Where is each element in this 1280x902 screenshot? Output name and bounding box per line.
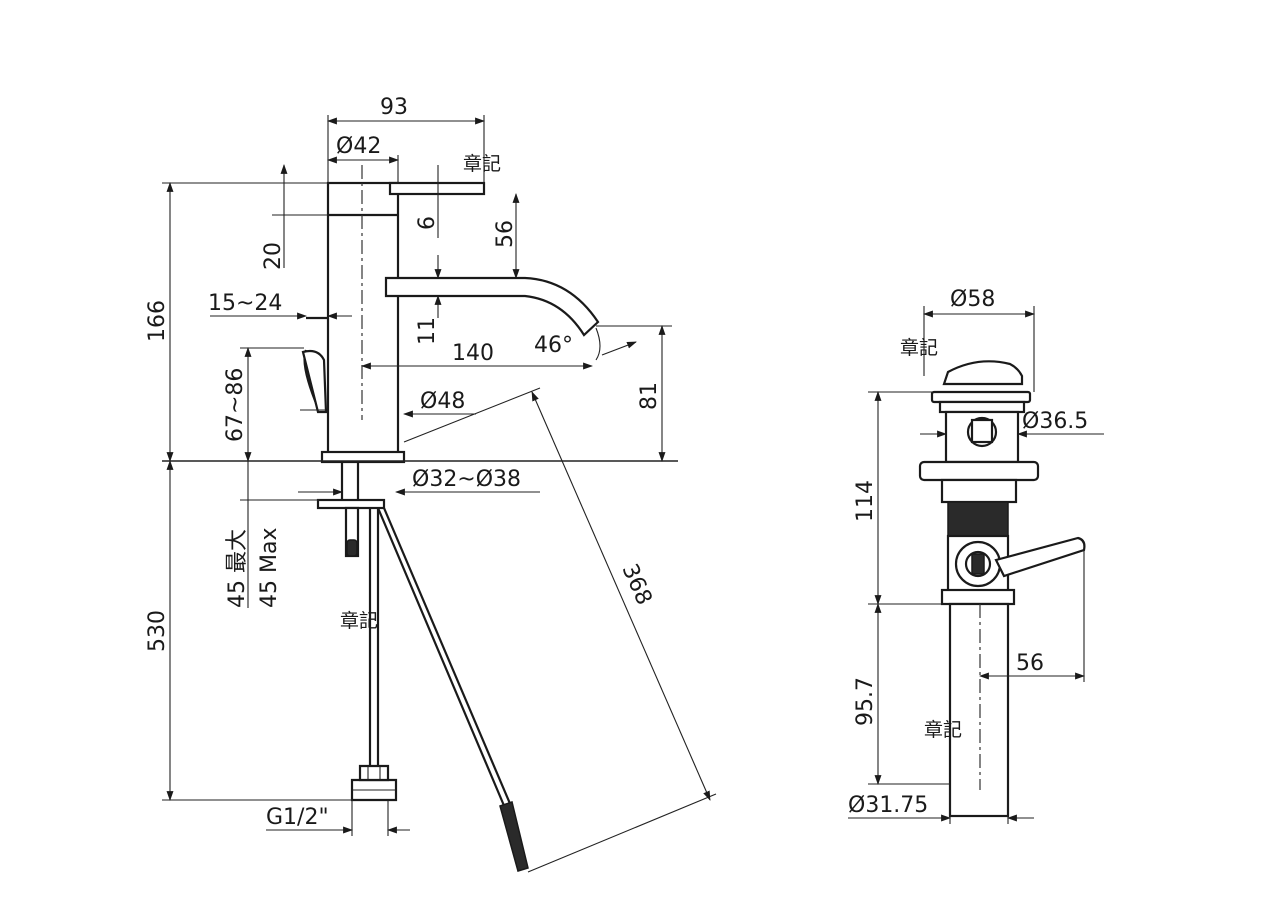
drain-drawing: Ø58 章記 Ø36.5 114 56 95.7 章記 Ø31.75 <box>848 287 1104 824</box>
drain-pull-rod <box>994 536 1086 578</box>
dim-cap-height: 20 <box>261 242 286 270</box>
faucet-drawing: 93 Ø42 章記 166 20 6 56 11 15~24 140 <box>145 95 717 873</box>
faucet-spout <box>384 276 600 337</box>
dim-total-height: 166 <box>145 300 170 342</box>
faucet-body <box>326 181 400 455</box>
dim-overall-width: 93 <box>380 95 408 120</box>
drain-nut <box>918 460 1040 482</box>
dim-deck-max-cn: 45 最大 <box>225 529 250 608</box>
label-cap: 章記 <box>900 337 938 359</box>
label-hose: 章記 <box>340 610 378 632</box>
label-tail: 章記 <box>924 719 962 741</box>
dim-base-diameter: Ø48 <box>420 389 465 414</box>
faucet-base <box>320 450 406 464</box>
dim-body-diameter: Ø42 <box>336 134 381 159</box>
mounting-shank <box>340 460 360 504</box>
dim-hose-length: 530 <box>145 610 170 652</box>
dim-handle-gap: 6 <box>415 216 440 230</box>
dim-deck-max-en: 45 Max <box>257 528 282 608</box>
dim-lever-range: 15~24 <box>208 291 282 316</box>
handle-lever <box>388 181 486 196</box>
dim-lever-offset: 56 <box>1016 651 1044 676</box>
dim-flange-diameter: Ø36.5 <box>1022 409 1088 434</box>
dim-thread: G1/2" <box>266 805 329 830</box>
drain-thread <box>947 501 1009 537</box>
dim-spout-reach: 140 <box>452 341 494 366</box>
dim-spout-thickness: 11 <box>415 317 440 345</box>
dim-tail-length: 95.7 <box>853 677 878 726</box>
dim-lever-height: 67~86 <box>223 368 248 442</box>
dim-hole-diameter: Ø32~Ø38 <box>412 467 521 492</box>
dim-cap-diameter: Ø58 <box>950 287 995 312</box>
label-top: 章記 <box>463 153 501 175</box>
dim-spout-height: 56 <box>493 220 518 248</box>
dim-spout-clearance: 81 <box>637 382 662 410</box>
drain-cap <box>942 360 1024 386</box>
dim-hose-diagonal: 368 <box>617 560 657 609</box>
dim-body-length: 114 <box>853 480 878 522</box>
dim-spout-angle: 46° <box>534 333 573 358</box>
dim-tail-diameter: Ø31.75 <box>848 793 928 818</box>
supply-hose-diagonal <box>376 507 507 809</box>
drain-tailpipe <box>948 602 1010 818</box>
